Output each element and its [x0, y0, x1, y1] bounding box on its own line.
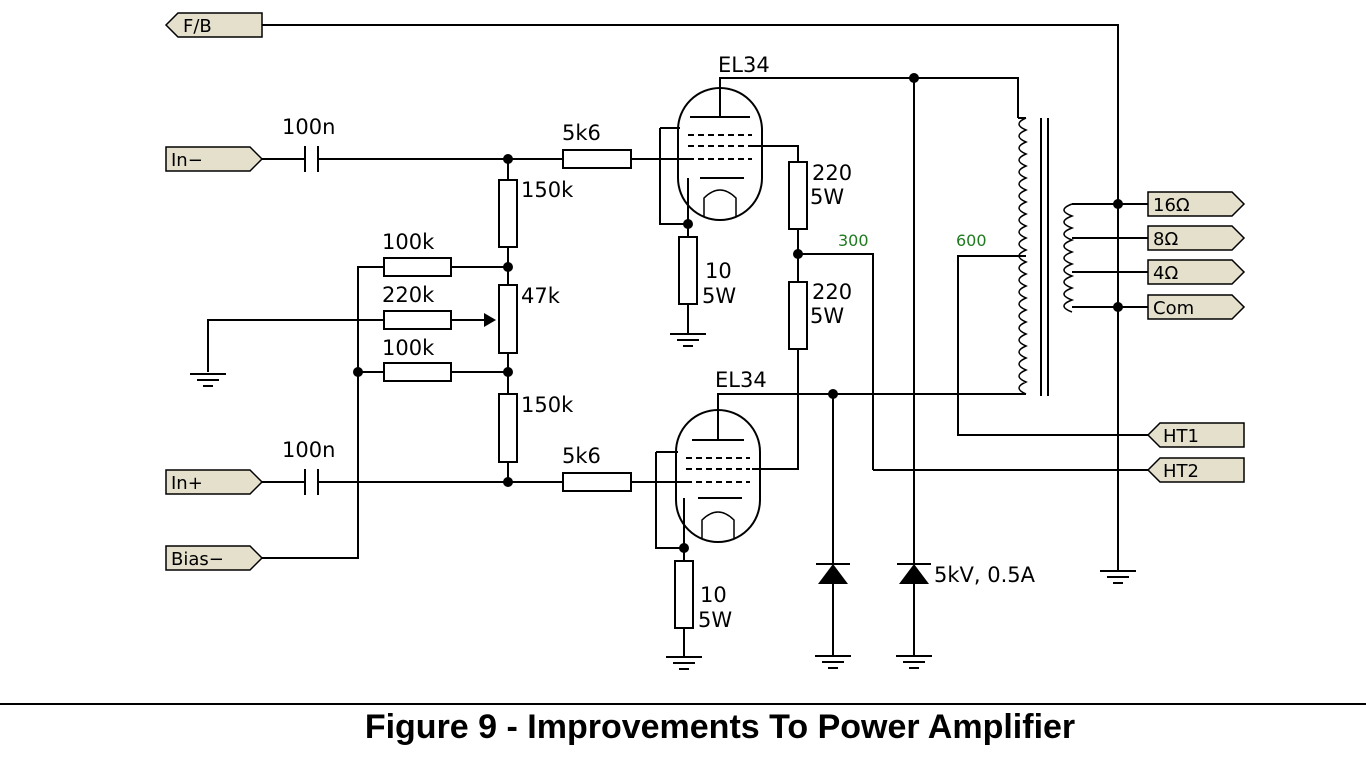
r-150k-bottom-label: 150k: [521, 393, 574, 417]
r-10-bottom-val: 10: [700, 583, 727, 607]
output-transformer: [1018, 117, 1075, 396]
wire: [207, 319, 384, 372]
r-220-bottom-val: 220: [812, 280, 852, 304]
r-10-top-val: 10: [705, 259, 732, 283]
resistor-5k6-top: [562, 149, 632, 169]
ground-icon: [670, 333, 706, 347]
resistor-5k6-bottom: [562, 472, 632, 492]
pot-47k-label: 47k: [521, 284, 561, 308]
resistor-150k-top: [498, 179, 518, 248]
potentiometer-47k: [498, 284, 518, 354]
cathode-wire-bottom: [655, 452, 685, 549]
cap-top-label: 100n: [282, 115, 335, 139]
screen-wire-top: [752, 145, 799, 162]
in-plus-label: In+: [171, 473, 203, 494]
diode-icon: [816, 563, 850, 584]
figure-caption: Figure 9 - Improvements To Power Amplifi…: [364, 708, 1076, 746]
ground-icon: [666, 656, 702, 670]
r-220-bottom-pow: 5W: [810, 304, 844, 328]
r-220-top-val: 220: [812, 161, 852, 185]
in-minus-label: In−: [171, 150, 203, 171]
out-4-port: 4Ω: [1147, 259, 1246, 285]
tube-el34-bottom: [675, 409, 761, 543]
caption-divider: [0, 703, 1366, 705]
resistor-100k-top: [383, 257, 452, 277]
cap-bottom-label: 100n: [282, 438, 335, 462]
r-220k-label: 220k: [382, 283, 435, 307]
capacitor-bottom: [304, 469, 319, 495]
in-minus-port: In−: [165, 146, 264, 172]
capacitor-top: [304, 146, 319, 172]
resistor-100k-bottom: [383, 362, 452, 382]
bias-minus-port: Bias−: [165, 545, 264, 571]
resistor-10-top: [678, 236, 698, 305]
tube-bottom-label: EL34: [715, 368, 767, 392]
ht1-label: HT1: [1163, 426, 1199, 447]
out-16-label: 16Ω: [1153, 195, 1190, 216]
cathode-wire-top: [659, 128, 689, 225]
diode-icon: [897, 563, 931, 584]
wiper-arrow-icon: [484, 313, 496, 327]
junction-dot: [1113, 199, 1123, 209]
diode-rating-label: 5kV, 0.5A: [934, 563, 1036, 587]
voltage-600-label: 600: [956, 231, 987, 250]
tube-top-label: EL34: [718, 53, 770, 77]
out-8-port: 8Ω: [1147, 225, 1246, 251]
r-150k-top-label: 150k: [521, 178, 574, 202]
resistor-220k: [383, 310, 452, 330]
r-10-top-pow: 5W: [702, 284, 736, 308]
out-8-label: 8Ω: [1153, 229, 1178, 250]
ht1-port: HT1: [1146, 422, 1245, 448]
bias-rail: [262, 266, 384, 559]
fb-wire: [262, 24, 1119, 307]
r-220-top-pow: 5W: [810, 185, 844, 209]
ground-icon: [815, 655, 851, 669]
r-5k6-bottom-label: 5k6: [562, 444, 601, 468]
resistor-10-bottom: [674, 560, 694, 629]
resistor-220-bottom: [788, 281, 808, 350]
plate-wire-top: [719, 77, 1019, 118]
schematic-diagram: F/B In− 100n 5k6 In+ 100n 5k6 150k 47k 1…: [164, 12, 1246, 670]
r-10-bottom-pow: 5W: [698, 608, 732, 632]
ht1-feed-wire: [957, 255, 1148, 436]
plate-wire-bottom: [717, 393, 1026, 440]
bias-minus-label: Bias−: [171, 549, 224, 570]
fb-port-label: F/B: [183, 16, 212, 37]
ht2-feed-wire: [798, 253, 874, 470]
screen-wire-bottom: [752, 349, 799, 470]
out-16-port: 16Ω: [1147, 191, 1246, 217]
r-100k-top-label: 100k: [382, 230, 435, 254]
out-4-label: 4Ω: [1153, 263, 1178, 284]
ht2-label: HT2: [1163, 461, 1199, 482]
voltage-300-label: 300: [838, 231, 869, 250]
in-plus-port: In+: [165, 469, 264, 495]
out-com-port: Com: [1147, 294, 1246, 320]
resistor-150k-bottom: [498, 393, 518, 463]
resistor-220-top: [788, 161, 808, 230]
ground-icon: [896, 655, 932, 669]
r-5k6-top-label: 5k6: [562, 121, 601, 145]
r-100k-bottom-label: 100k: [382, 336, 435, 360]
ground-icon: [1100, 570, 1136, 584]
ground-icon: [190, 373, 226, 387]
ht2-port: HT2: [1146, 457, 1245, 483]
out-com-label: Com: [1153, 298, 1194, 319]
fb-port: F/B: [164, 12, 263, 38]
